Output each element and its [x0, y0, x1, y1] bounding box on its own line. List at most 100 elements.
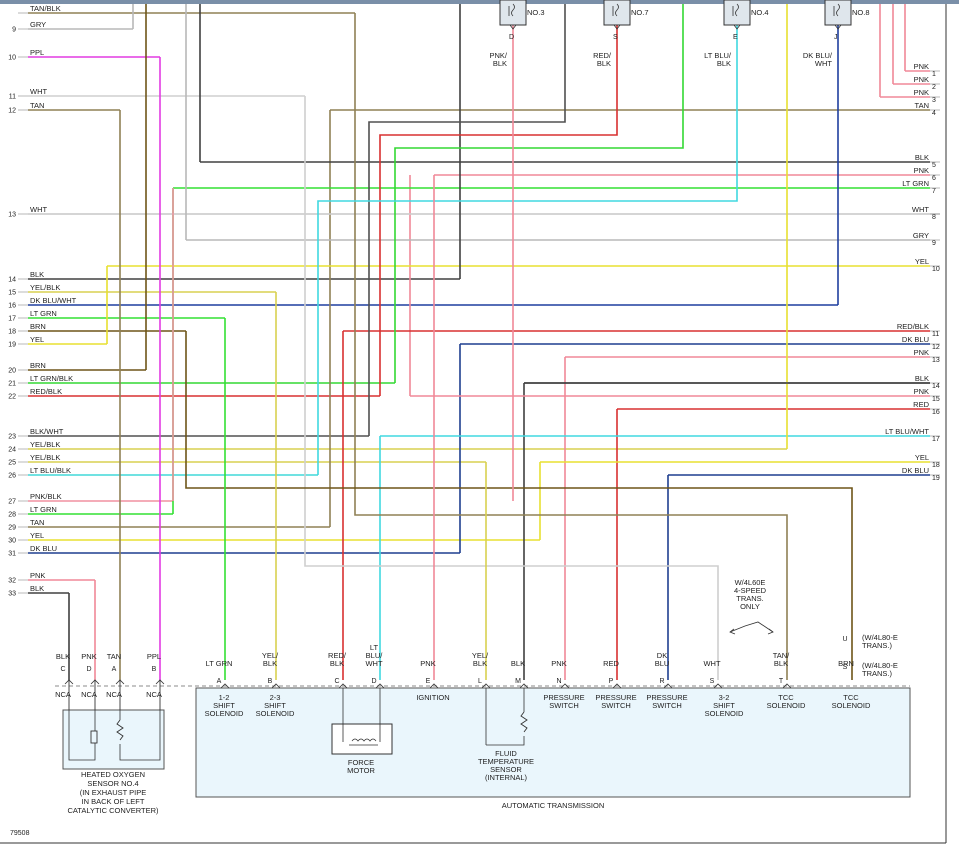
left-wire-number: 10 — [8, 55, 16, 62]
left-wire-label: BLK/WHT — [30, 427, 64, 436]
top-connector-wire: PNK/BLK — [489, 51, 507, 68]
right-wire-number: 3 — [932, 97, 936, 104]
sensor-internal — [68, 710, 96, 761]
sensor-wire-label: TAN — [107, 652, 121, 661]
trans-pin-letter: S — [710, 678, 715, 685]
left-wire-label: DK BLU/WHT — [30, 296, 77, 305]
left-wire-number: 17 — [8, 316, 16, 323]
pin-arrow — [338, 683, 348, 689]
automatic-transmission-box — [195, 687, 911, 798]
left-wire-label: LT GRN/BLK — [30, 374, 73, 383]
sensor-nca: NCA — [81, 690, 97, 699]
left-wire-number: 24 — [8, 447, 16, 454]
left-wire-number: 33 — [8, 591, 16, 598]
pin-arrow — [560, 683, 570, 689]
right-wire-label: BLK — [915, 374, 929, 383]
coil-icon — [833, 3, 840, 17]
right-wire-label: GRY — [913, 231, 929, 240]
sensor-line5: CATALYTIC CONVERTER) — [67, 806, 159, 815]
top-connector-pin: J — [834, 34, 838, 41]
trans-pin-letter: M — [515, 678, 521, 685]
top-connector — [499, 0, 527, 30]
left-wire-number: 21 — [8, 381, 16, 388]
pin-arrow — [612, 683, 622, 689]
right-wire-label: TAN — [915, 101, 929, 110]
connector-arrow — [613, 24, 621, 30]
internal-wire — [304, 96, 719, 680]
pin-arrow — [481, 683, 491, 689]
left-wire-number: 15 — [8, 290, 16, 297]
fluid-sensor-lead — [486, 688, 525, 746]
right-wire-number: 14 — [932, 383, 940, 390]
left-wire-number: 23 — [8, 434, 16, 441]
left-wire-number: 32 — [8, 578, 16, 585]
pin-arrow — [782, 683, 792, 689]
connector-arrow — [834, 24, 842, 30]
trans-wire-label: TAN/BLK — [773, 651, 790, 668]
right-wire-number: 10 — [932, 266, 940, 273]
left-wire-label: LT GRN — [30, 505, 57, 514]
sensor-pin-letter: D — [86, 666, 91, 673]
trans-wire-label: RED/BLK — [328, 651, 347, 668]
left-wire-label: RED/BLK — [30, 387, 62, 396]
right-wire-label: PNK — [914, 166, 929, 175]
left-wire-number: 14 — [8, 277, 16, 284]
trans-pin-letter: T — [779, 678, 784, 685]
left-wire-number: 27 — [8, 499, 16, 506]
trans-pin-letter: D — [371, 678, 376, 685]
left-wire-label: LT BLU/BLK — [30, 466, 71, 475]
left-wire-label: GRY — [30, 20, 46, 29]
coil-icon — [612, 3, 619, 17]
top-connector-pin: D — [509, 34, 514, 41]
trans-pin-letter: P — [609, 678, 614, 685]
component-label: IGNITION — [416, 693, 449, 702]
left-wire-number: 28 — [8, 512, 16, 519]
left-wire-label: TAN/BLK — [30, 4, 61, 13]
resistor-icon — [116, 719, 124, 741]
pin-s-letter: S — [843, 664, 848, 671]
left-wire-label: YEL — [30, 335, 44, 344]
sensor-pin-letter: B — [152, 666, 157, 673]
right-wire-label: BLK — [915, 153, 929, 162]
sensor-wire-label: PPL — [147, 652, 161, 661]
left-wire-label: PNK — [30, 571, 45, 580]
pin-u-letter: U — [842, 636, 847, 643]
trans-wire-label: LT GRN — [206, 659, 233, 668]
left-wire-number: 11 — [9, 94, 16, 101]
sensor-nca: NCA — [55, 690, 71, 699]
sensor-title: HEATED OXYGEN — [81, 770, 145, 779]
sensor-wire-label: PNK — [81, 652, 96, 661]
right-wire-label: DK BLU — [902, 335, 929, 344]
w4l60e-arrowheads — [729, 628, 774, 635]
internal-wire — [394, 4, 684, 383]
internal-wire — [368, 4, 566, 436]
trans-pin-letter: R — [659, 678, 664, 685]
connector-arrow — [509, 24, 517, 30]
pin-arrow — [90, 679, 100, 685]
fluid-sensor-resistor-icon — [520, 711, 528, 733]
left-wire-label: TAN — [30, 101, 44, 110]
sensor-line2: SENSOR NO.4 — [87, 779, 138, 788]
trans-pin-letter: C — [334, 678, 339, 685]
trans-wire-label: PNK — [420, 659, 435, 668]
sensor-pin-letter: A — [112, 666, 117, 673]
heater-element-icon — [90, 730, 98, 744]
pin-arrow — [155, 679, 165, 685]
pin-arrow — [663, 683, 673, 689]
w4l60e-arrows — [729, 621, 774, 633]
left-wire-number: 30 — [8, 538, 16, 545]
top-connector-label: NO.4 — [751, 8, 769, 17]
left-wire-label: YEL — [30, 531, 44, 540]
internal-wire — [317, 4, 738, 475]
sensor-wire-label: BLK — [56, 652, 70, 661]
